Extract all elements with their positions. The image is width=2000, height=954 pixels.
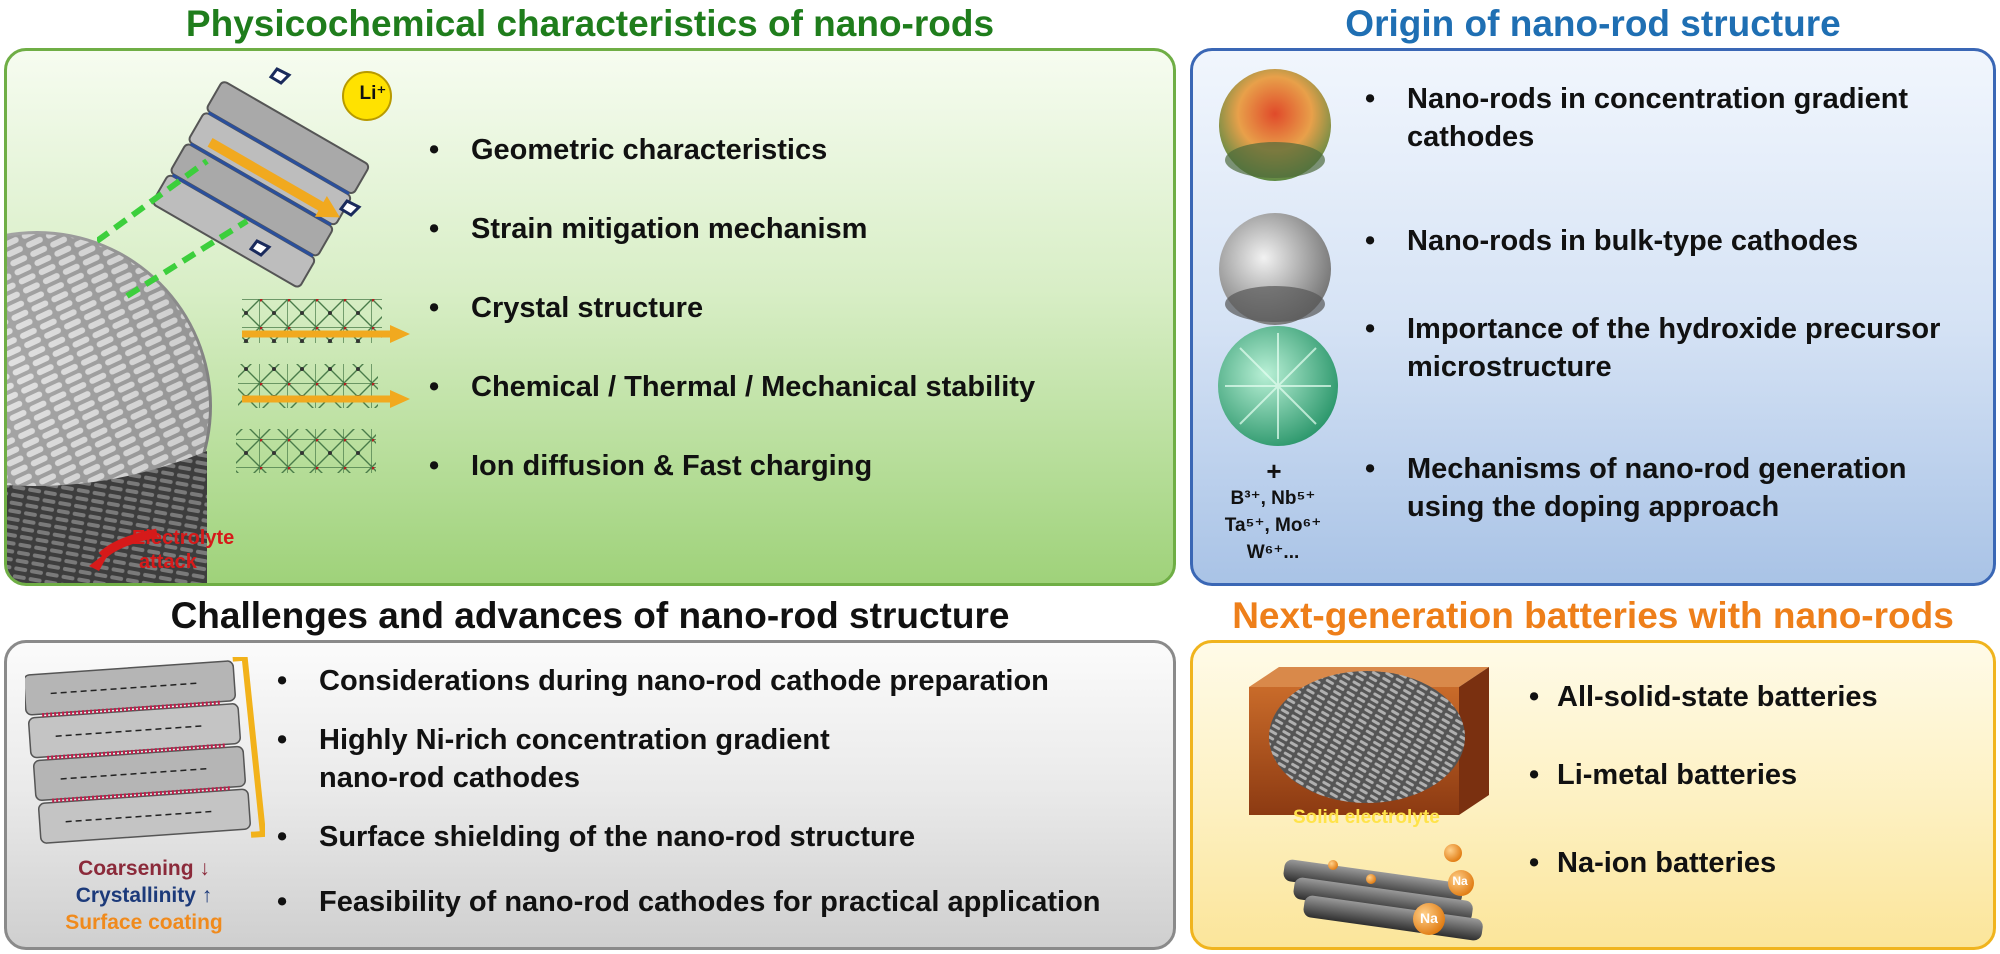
physico-item: Crystal structure [423, 269, 1035, 348]
coated-rods-illustration [25, 657, 265, 844]
crystal-lattice-illustration [236, 299, 410, 473]
surface-coating-label: Surface coating [65, 911, 223, 934]
dopant-line: Ta⁵⁺, Mo⁶⁺ [1224, 515, 1322, 536]
challenges-item: Surface shielding of the nano-rod struct… [271, 819, 915, 857]
physico-title: Physicochemical characteristics of nano-… [185, 3, 995, 44]
challenges-item: Feasibility of nano-rod cathodes for pra… [271, 884, 1101, 922]
physico-panel: Electrolyte attack Li⁺ [4, 48, 1176, 586]
nextgen-title: Next-generation batteries with nano-rods [1232, 595, 1954, 636]
physico-item: Chemical / Thermal / Mechanical stabilit… [423, 348, 1035, 427]
physico-list: Geometric characteristics Strain mitigat… [423, 111, 1035, 506]
nextgen-item: All-solid-state batteries [1523, 679, 1878, 717]
na-ion-label: Na [1452, 874, 1468, 888]
origin-item: Nano-rods in concentration gradient cath… [1359, 81, 1979, 156]
challenges-item: Considerations during nano-rod cathode p… [271, 663, 1049, 701]
na-ion-rods-illustration [1283, 844, 1483, 941]
dopant-line: W⁶⁺... [1246, 542, 1300, 563]
li-ion-label: Li⁺ [359, 83, 387, 104]
challenges-title: Challenges and advances of nano-rod stru… [170, 595, 1010, 636]
challenges-panel: Coarsening ↓ Crystallinity ↑ Surface coa… [4, 640, 1176, 950]
na-ion-label: Na [1420, 910, 1438, 926]
physico-item: Strain mitigation mechanism [423, 190, 1035, 269]
crystallinity-label: Crystallinity ↑ [75, 884, 213, 907]
physico-item: Ion diffusion & Fast charging [423, 427, 1035, 506]
nextgen-panel: Solid electrolyte Na Na All-solid-state … [1190, 640, 1996, 950]
origin-title: Origin of nano-rod structure [1345, 3, 1841, 44]
rod-stack-illustration [97, 67, 392, 299]
dopant-line: B³⁺, Nb⁵⁺ [1230, 488, 1316, 509]
nextgen-item: Na-ion batteries [1523, 845, 1776, 883]
solid-electrolyte-label: Solid electrolyte [1293, 807, 1440, 828]
physico-item: Geometric characteristics [423, 111, 1035, 190]
nanorod-sphere-illustration [7, 231, 212, 583]
origin-item: Mechanisms of nano-rod generation using … [1359, 451, 1979, 526]
coarsening-label: Coarsening ↓ [78, 857, 210, 880]
origin-panel: + B³⁺, Nb⁵⁺ Ta⁵⁺, Mo⁶⁺ W⁶⁺... Nano-rods … [1190, 48, 1996, 586]
attack-label: attack [139, 551, 197, 573]
challenges-item: Highly Ni-rich concentration gradient na… [271, 722, 879, 797]
gradient-sphere-icon [1219, 69, 1331, 181]
origin-item: Nano-rods in bulk-type cathodes [1359, 223, 1858, 261]
electrolyte-label: Electrolyte [132, 527, 235, 549]
solid-electrolyte-illustration [1249, 667, 1489, 815]
nextgen-item: Li-metal batteries [1523, 757, 1797, 795]
bulk-sphere-icon [1219, 213, 1331, 325]
plus-sign: + [1266, 456, 1282, 486]
hydroxide-precursor-icon [1218, 326, 1338, 446]
origin-item: Importance of the hydroxide precursor mi… [1359, 311, 1979, 386]
